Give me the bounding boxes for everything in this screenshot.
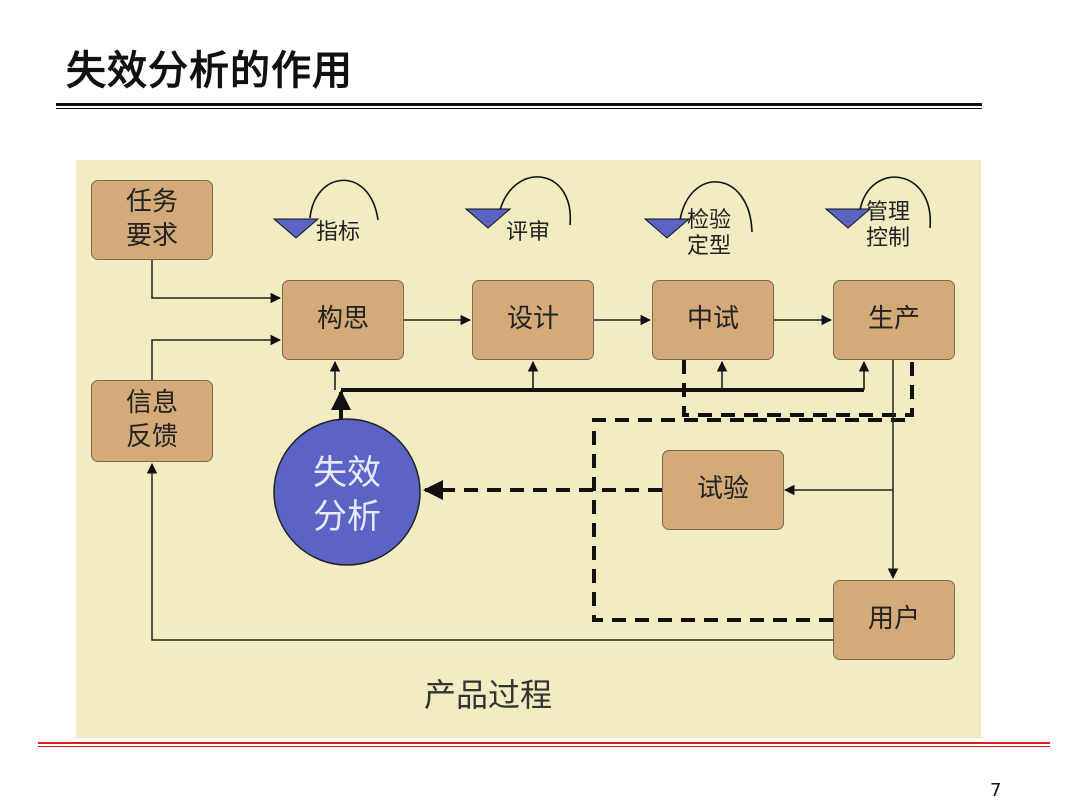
failure-analysis-label: 失效 分析 xyxy=(272,430,422,560)
dashed-path-pilot xyxy=(682,360,914,417)
triangle-review-icon xyxy=(464,208,512,229)
design-box: 设计 xyxy=(472,280,594,360)
arrow-user-to-feedback xyxy=(146,462,833,641)
footer-rule xyxy=(38,742,1050,744)
finalize-line2: 定型 xyxy=(687,234,732,260)
diagram-panel xyxy=(76,160,981,738)
dashed-path-user xyxy=(592,418,910,622)
info-feedback-box: 信息 反馈 xyxy=(91,380,213,462)
feedback-line1: 信息 xyxy=(125,388,178,419)
title-rule xyxy=(56,103,982,106)
concept-box: 构思 xyxy=(282,280,404,360)
loop-arrow-review-icon xyxy=(499,176,571,226)
concept-label: 构思 xyxy=(316,304,369,335)
triangle-manage-icon xyxy=(824,208,872,229)
test-box: 试验 xyxy=(662,450,784,530)
footer-rule-thin xyxy=(38,746,1050,747)
arrow-task-to-concept xyxy=(151,258,282,304)
user-box: 用户 xyxy=(833,580,955,660)
loop-arrow-indicators-icon xyxy=(309,179,379,221)
design-label: 设计 xyxy=(506,304,559,335)
user-label: 用户 xyxy=(867,604,920,635)
title-rule-thin xyxy=(56,108,982,109)
feedback-line2: 反馈 xyxy=(125,422,178,452)
test-label: 试验 xyxy=(696,474,749,505)
triangle-indicators-icon xyxy=(272,218,320,239)
production-label: 生产 xyxy=(867,304,920,335)
manage-label: 管理 控制 xyxy=(866,200,910,253)
task-line2: 要求 xyxy=(125,221,178,251)
pilot-label: 中试 xyxy=(686,304,739,335)
loop-arrow-manage-icon xyxy=(859,176,931,229)
task-requirements-box: 任务 要求 xyxy=(91,180,213,260)
task-line1: 任务 xyxy=(125,187,178,218)
manage-line1: 管理 xyxy=(866,200,911,225)
arrow-feedback-to-concept xyxy=(151,334,282,380)
pilot-box: 中试 xyxy=(652,280,774,360)
failure-analysis-line2: 分析 xyxy=(313,497,381,537)
failure-analysis-circle xyxy=(273,418,421,566)
production-box: 生产 xyxy=(833,280,955,360)
triangle-finalize-icon xyxy=(643,218,691,239)
diagram-caption: 产品过程 xyxy=(424,676,553,714)
slide-title: 失效分析的作用 xyxy=(66,48,353,94)
indicators-label: 指标 xyxy=(316,220,361,245)
finalize-line1: 检验 xyxy=(687,208,732,233)
failure-analysis-line1: 失效 xyxy=(313,452,381,493)
review-label: 评审 xyxy=(506,220,551,245)
finalize-label: 检验 定型 xyxy=(687,208,731,261)
manage-line2: 控制 xyxy=(866,226,911,252)
loop-arrow-finalize-icon xyxy=(679,181,753,233)
page-number: 7 xyxy=(990,780,1002,801)
